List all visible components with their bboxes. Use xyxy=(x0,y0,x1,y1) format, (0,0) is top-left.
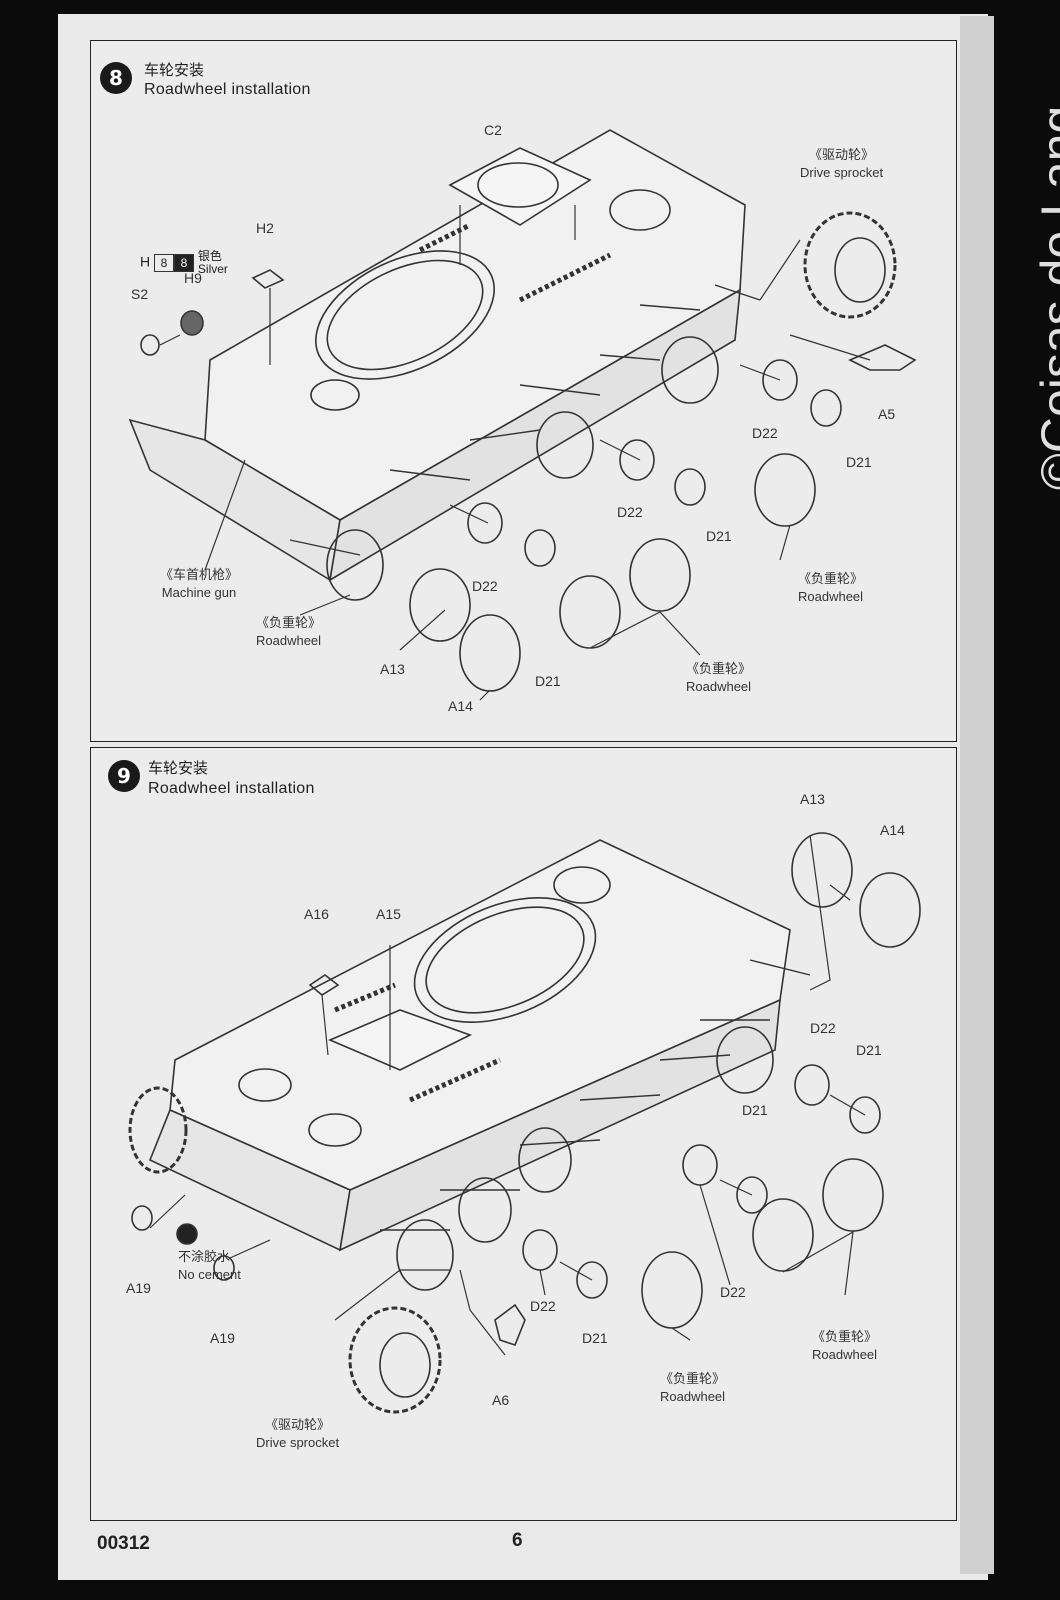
paint-letter: H xyxy=(140,253,151,270)
drive-sprocket-cn: 《驱动轮》 xyxy=(809,147,875,162)
label-d22-step9-left: D22 xyxy=(530,1298,556,1314)
label-a5: A5 xyxy=(878,406,896,422)
label-a15: A15 xyxy=(376,906,401,922)
label-h2: H2 xyxy=(256,220,274,236)
label-a13: A13 xyxy=(380,661,405,677)
drive-sprocket-label-step9: 《驱动轮》 Drive sprocket xyxy=(256,1416,339,1452)
label-a16: A16 xyxy=(304,906,329,922)
label-d22-step9-right: D22 xyxy=(810,1020,836,1036)
label-d21-step9-middle: D21 xyxy=(742,1102,768,1118)
machine-gun-label: 《车首机枪》 Machine gun xyxy=(160,566,238,602)
step-9-title-en: Roadwheel installation xyxy=(148,780,315,797)
roadwheel-en: Roadwheel xyxy=(798,589,864,604)
label-h9: H9 xyxy=(184,270,202,286)
label-a13-step9: A13 xyxy=(800,791,825,807)
roadwheel-en: Roadwheel xyxy=(256,633,322,648)
label-d21-left: D21 xyxy=(535,673,561,689)
paint-code-2: 8 xyxy=(174,254,195,272)
label-a19-left: A19 xyxy=(126,1280,151,1296)
step-8-title-en: Roadwheel installation xyxy=(144,81,311,98)
kit-code: 00312 xyxy=(97,1533,150,1554)
label-c2: C2 xyxy=(484,122,502,138)
label-a6: A6 xyxy=(492,1392,510,1408)
label-d21-right: D21 xyxy=(846,454,872,470)
drive-sprocket-cn: 《驱动轮》 xyxy=(265,1417,331,1432)
paint-name-cn: 银色 xyxy=(197,249,222,263)
roadwheel-label-bottom: 《负重轮》 Roadwheel xyxy=(686,660,751,696)
roadwheel-cn: 《负重轮》 xyxy=(660,1371,726,1386)
roadwheel-cn: 《负重轮》 xyxy=(812,1329,878,1344)
roadwheel-label-right: 《负重轮》 Roadwheel xyxy=(798,570,863,606)
roadwheel-en: Roadwheel xyxy=(660,1389,726,1404)
drive-sprocket-label: 《驱动轮》 Drive sprocket xyxy=(800,146,883,182)
label-d21-middle: D21 xyxy=(706,528,732,544)
step-9-title-cn: 车轮安装 xyxy=(148,759,209,777)
paint-code-1: 8 xyxy=(154,254,175,272)
label-a14: A14 xyxy=(448,698,473,714)
page-number: 6 xyxy=(512,1530,523,1551)
label-d22-middle: D22 xyxy=(617,504,643,520)
roadwheel-cn: 《负重轮》 xyxy=(256,615,322,630)
roadwheel-en: Roadwheel xyxy=(686,679,752,694)
label-a14-step9: A14 xyxy=(880,822,905,838)
no-cement-cn: 不涂胶水 xyxy=(178,1249,231,1264)
drive-sprocket-en: Drive sprocket xyxy=(256,1435,340,1450)
label-a19-right: A19 xyxy=(210,1330,235,1346)
roadwheel-cn: 《负重轮》 xyxy=(798,571,864,586)
drive-sprocket-en: Drive sprocket xyxy=(800,165,884,180)
roadwheel-label-step9-bottom: 《负重轮》 Roadwheel xyxy=(660,1370,725,1406)
step-8-title-cn: 车轮安装 xyxy=(144,61,205,79)
roadwheel-en: Roadwheel xyxy=(812,1347,878,1362)
roadwheel-cn: 《负重轮》 xyxy=(686,661,752,676)
label-d22-step9-middle: D22 xyxy=(720,1284,746,1300)
no-cement-label: 不涂胶水 No cement xyxy=(178,1248,241,1284)
photo-watermark: ©Coisas do Lang xyxy=(1031,105,1060,490)
roadwheel-label-step9-right: 《负重轮》 Roadwheel xyxy=(812,1328,877,1364)
machine-gun-en: Machine gun xyxy=(161,585,237,600)
label-d21-step9-left: D21 xyxy=(582,1330,608,1346)
label-d21-step9-right: D21 xyxy=(856,1042,882,1058)
no-cement-en: No cement xyxy=(178,1267,241,1282)
sheet-back-edge xyxy=(960,16,994,1574)
paint-name-en: Silver xyxy=(197,262,228,276)
label-s2: S2 xyxy=(131,286,149,302)
step-8-number: 8 xyxy=(100,62,132,94)
step-9-number: 9 xyxy=(108,760,140,792)
label-d22-right: D22 xyxy=(752,425,778,441)
machine-gun-cn: 《车首机枪》 xyxy=(160,567,239,582)
label-d22-left: D22 xyxy=(472,578,498,594)
roadwheel-label-left: 《负重轮》 Roadwheel xyxy=(256,614,321,650)
